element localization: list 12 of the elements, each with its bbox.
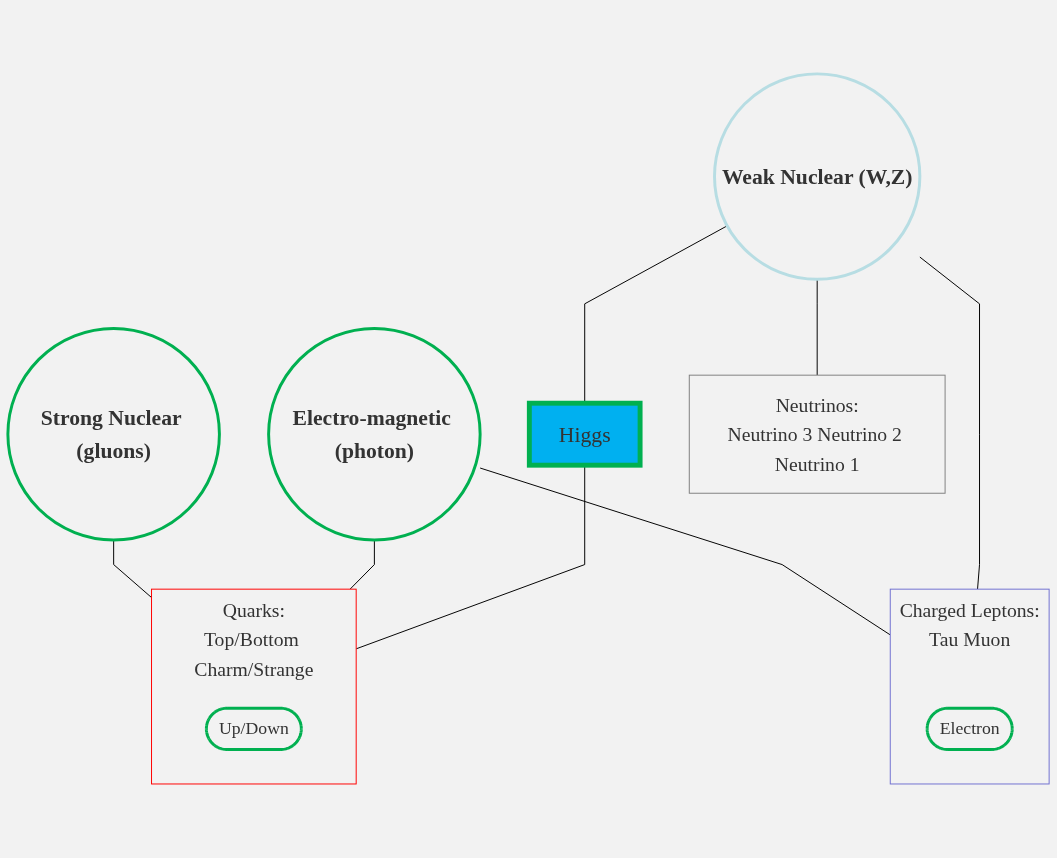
connector	[113, 539, 152, 599]
connector	[919, 256, 980, 590]
node-circle: Electro-magnetic (photon)	[267, 327, 482, 542]
node-box: Neutrinos: Neutrino 3 Neutrino 2 Neutrino 1	[688, 374, 946, 494]
node-text: Electron	[939, 718, 1000, 739]
connector	[349, 539, 375, 590]
connector	[816, 278, 818, 376]
node-text: Up/Down	[218, 718, 289, 739]
node-circle: Weak Nuclear (W,Z)	[713, 72, 922, 281]
node-circle: Strong Nuclear (gluons)	[6, 327, 221, 542]
node-box: Higgs	[526, 400, 643, 468]
connector	[479, 467, 891, 636]
